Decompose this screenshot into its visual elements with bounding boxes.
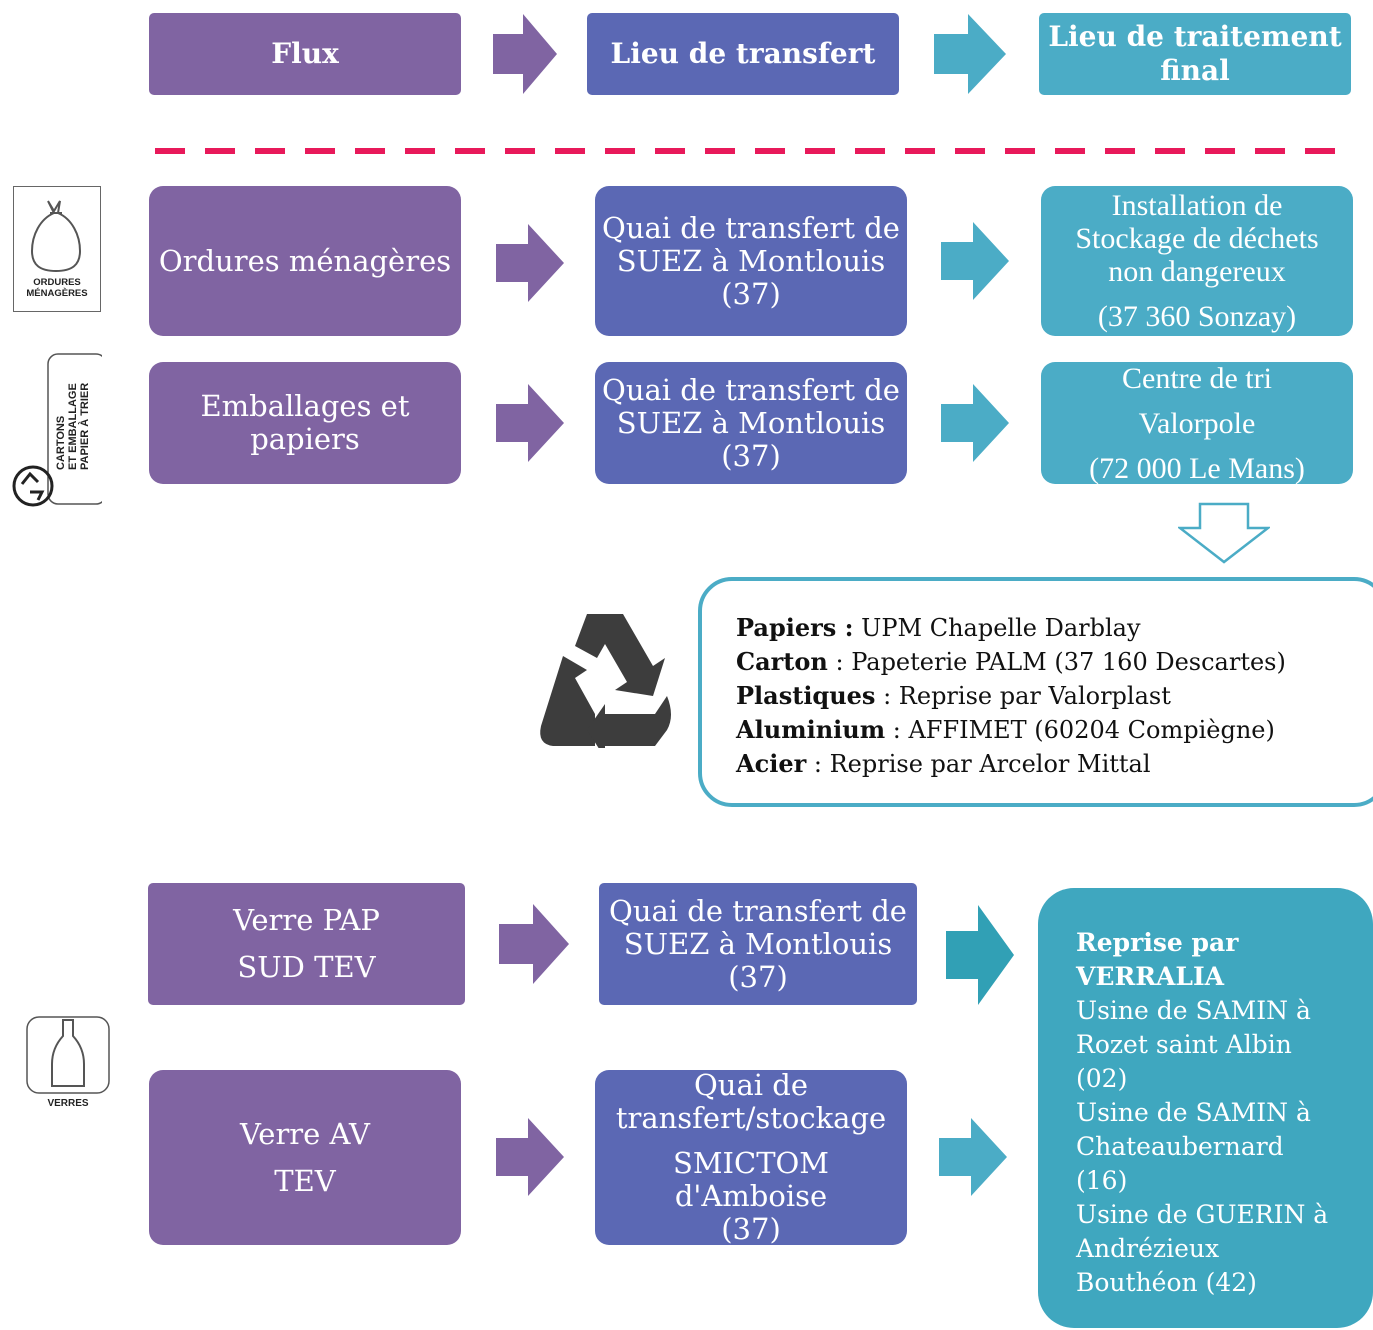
emb-arrow-2	[941, 384, 1009, 462]
recycling-label-aluminium: Aluminium	[736, 715, 886, 744]
header-transfer-label: Lieu de transfert	[610, 37, 876, 70]
transfer-om-line2: SUEZ à Montlouis	[616, 243, 886, 278]
flux-emb: Emballages et papiers	[149, 362, 461, 484]
header-flux: Flux	[149, 13, 461, 95]
recycling-label-plastiques: Plastiques	[736, 681, 876, 710]
transfer-verre-av-line3: SMICTOM d'Amboise	[672, 1146, 830, 1213]
recycling-line-carton: Carton : Papeterie PALM (37 160 Descarte…	[736, 645, 1373, 679]
transfer-verre-pap-line2: SUEZ à Montlouis	[623, 926, 893, 961]
flux-verre-pap-line2: SUD TEV	[237, 950, 376, 984]
dashed-separator	[155, 148, 1355, 154]
verre-pap-arrow-1	[499, 904, 569, 984]
final-om: Installation de Stockage de déchets non …	[1041, 186, 1353, 336]
verralia-line-4: Usine de SAMIN à	[1076, 1098, 1311, 1127]
flux-om-label: Ordures ménagères	[158, 243, 452, 278]
trash-bag-icon: ORDURES MÉNAGÈRES	[13, 186, 101, 312]
down-arrow-outline	[1178, 502, 1270, 564]
recycling-line-plastiques: Plastiques : Reprise par Valorplast	[736, 679, 1373, 713]
flux-verre-pap-line1: Verre PAP	[233, 903, 380, 937]
recycling-text-acier: : Reprise par Arcelor Mittal	[806, 750, 1151, 778]
recycling-label-papiers: Papiers :	[736, 613, 854, 642]
verralia-line-6: (16)	[1076, 1166, 1128, 1195]
recycling-destinations-box: Papiers : UPM Chapelle Darblay Carton : …	[698, 577, 1373, 807]
transfer-verre-av: Quai de transfert/stockage SMICTOM d'Amb…	[595, 1068, 907, 1246]
om-arrow-1	[496, 224, 564, 302]
om-icon-label-2: MÉNAGÈRES	[26, 288, 88, 299]
verralia-line-1: Usine de SAMIN à	[1076, 996, 1311, 1025]
om-icon-label-1: ORDURES	[33, 277, 81, 288]
transfer-verre-av-line2: transfert/stockage	[615, 1101, 887, 1135]
transfer-verre-pap-line1: Quai de transfert de	[609, 893, 907, 928]
transfer-verre-av-line1: Quai de	[694, 1068, 808, 1102]
final-emb-line1: Centre de tri	[1122, 361, 1272, 395]
verre-pap-arrow-2	[946, 905, 1014, 1005]
recycling-line-aluminium: Aluminium : AFFIMET (60204 Compiègne)	[736, 713, 1373, 747]
transfer-emb-line2: SUEZ à Montlouis	[616, 405, 886, 440]
flux-verre-av-line2: TEV	[274, 1163, 336, 1198]
flux-om: Ordures ménagères	[149, 186, 461, 336]
header-final-line1: Lieu de traitement	[1048, 20, 1342, 53]
transfer-verre-pap-line3: (37)	[728, 959, 788, 994]
recycling-label-carton: Carton	[736, 647, 828, 676]
verralia-line-5: Chateaubernard	[1076, 1132, 1284, 1161]
header-arrow-2	[934, 14, 1006, 94]
verralia-line-7: Usine de GUERIN à	[1076, 1200, 1329, 1229]
emb-arrow-1	[496, 384, 564, 462]
flux-verre-pap: Verre PAP SUD TEV	[148, 883, 465, 1005]
recycling-line-acier: Acier : Reprise par Arcelor Mittal	[736, 747, 1373, 781]
om-arrow-2	[941, 222, 1009, 300]
cartons-bin-icon: CARTONS ET EMBALLAGE PAPIER À TRIER	[8, 352, 107, 512]
transfer-verre-pap: Quai de transfert de SUEZ à Montlouis (3…	[599, 883, 917, 1005]
glass-bottle-icon: VERRES	[26, 1016, 110, 1118]
flux-verre-av-line1: Verre AV	[240, 1116, 370, 1151]
flux-verre-av: Verre AV TEV	[149, 1070, 461, 1245]
final-om-line2: Stockage de déchets	[1075, 222, 1319, 255]
verralia-line-2: Rozet saint Albin	[1076, 1030, 1292, 1059]
recycle-icon	[540, 614, 671, 748]
emb-icon-label-2: ET EMBALLAGE	[67, 383, 79, 470]
transfer-emb: Quai de transfert de SUEZ à Montlouis (3…	[595, 362, 907, 484]
verralia-title-2: VERRALIA	[1076, 962, 1225, 991]
verre-av-arrow-1	[496, 1118, 564, 1196]
recycling-label-acier: Acier	[736, 749, 807, 778]
emb-icon-label-3: PAPIER À TRIER	[78, 383, 91, 470]
recycling-text-papiers: UPM Chapelle Darblay	[853, 614, 1141, 642]
flux-emb-line1: Emballages et	[200, 389, 410, 423]
header-arrow-1	[493, 14, 557, 94]
transfer-om-line1: Quai de transfert de	[602, 210, 900, 245]
recycling-text-carton: : Papeterie PALM (37 160 Descartes)	[827, 648, 1286, 676]
verralia-line-8: Andrézieux	[1076, 1234, 1220, 1263]
final-om-line3: non dangereux	[1108, 255, 1286, 288]
header-final: Lieu de traitement final	[1039, 13, 1351, 95]
final-emb-line3: (72 000 Le Mans)	[1089, 451, 1305, 485]
verre-icon-label: VERRES	[47, 1098, 89, 1109]
final-verralia: Reprise par VERRALIA Usine de SAMIN à Ro…	[1038, 888, 1373, 1328]
transfer-emb-line3: (37)	[721, 438, 781, 473]
verralia-line-9: Bouthéon (42)	[1076, 1268, 1257, 1297]
transfer-verre-av-line4: (37)	[721, 1212, 781, 1246]
verralia-title-1: Reprise par	[1076, 928, 1239, 957]
final-om-line4: (37 360 Sonzay)	[1097, 300, 1297, 333]
emb-icon-label-1: CARTONS	[55, 416, 67, 470]
transfer-om: Quai de transfert de SUEZ à Montlouis (3…	[595, 186, 907, 336]
transfer-emb-line1: Quai de transfert de	[602, 372, 900, 407]
transfer-om-line3: (37)	[721, 276, 781, 311]
header-flux-label: Flux	[271, 37, 339, 70]
flux-emb-line2: papiers	[250, 422, 360, 456]
header-transfer: Lieu de transfert	[587, 13, 899, 95]
header-final-line2: final	[1160, 54, 1230, 87]
final-emb-line2: Valorpole	[1138, 406, 1256, 440]
verralia-line-3: (02)	[1076, 1064, 1128, 1093]
recycling-text-plastiques: : Reprise par Valorplast	[875, 682, 1171, 710]
recycling-text-aluminium: : AFFIMET (60204 Compiègne)	[885, 716, 1275, 744]
final-emb: Centre de tri Valorpole (72 000 Le Mans)	[1041, 361, 1353, 485]
final-om-line1: Installation de	[1111, 189, 1283, 222]
recycling-line-papiers: Papiers : UPM Chapelle Darblay	[736, 611, 1373, 645]
verre-av-arrow-2	[939, 1118, 1007, 1196]
